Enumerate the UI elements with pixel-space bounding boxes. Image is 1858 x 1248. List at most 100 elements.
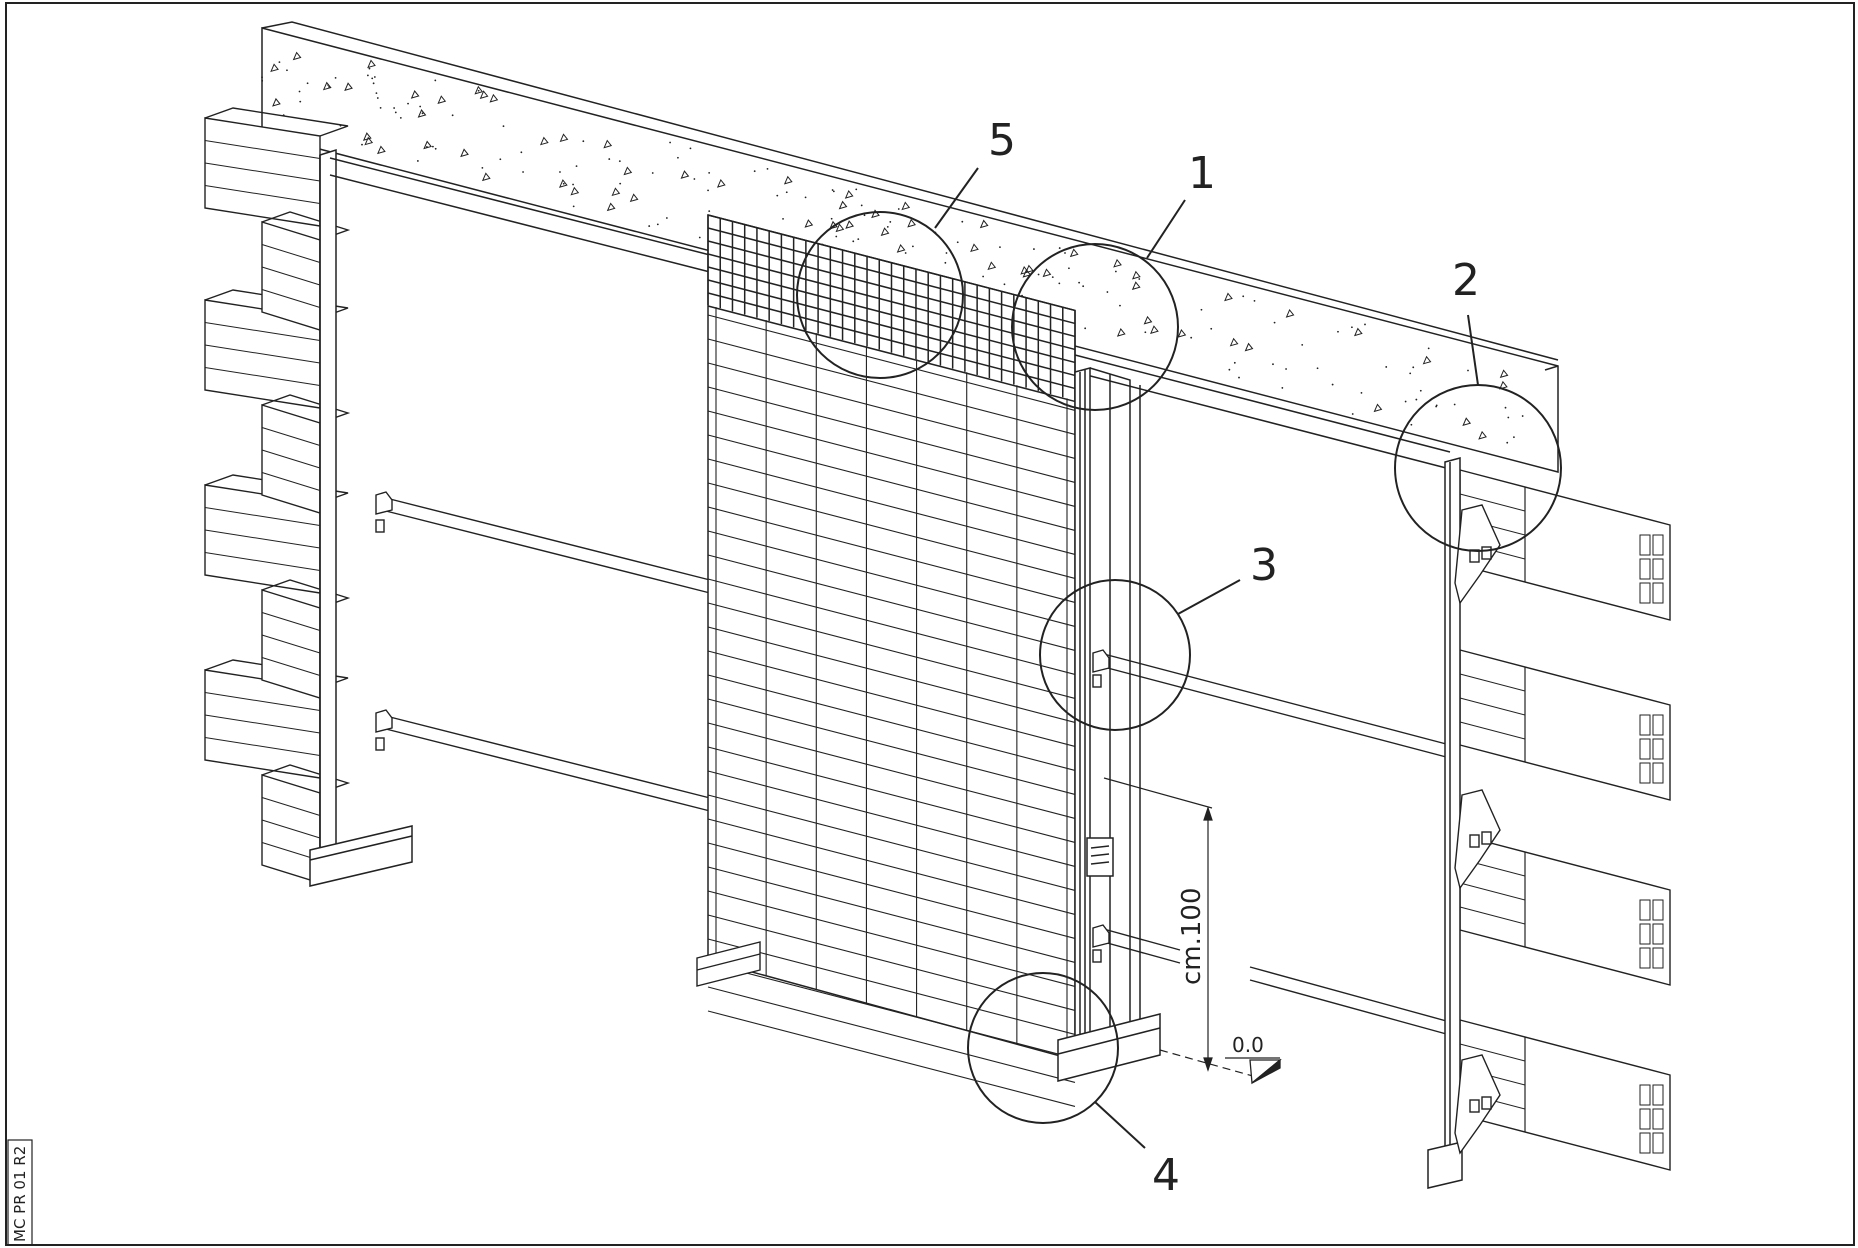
aggregate-dot <box>1316 367 1319 370</box>
aggregate-triangle <box>901 201 911 211</box>
brick-hole <box>1639 582 1651 604</box>
aggregate-dot <box>1144 331 1147 334</box>
aggregate-triangle <box>1113 258 1122 268</box>
left-brick-line <box>204 322 321 341</box>
aggregate-dot <box>562 182 565 185</box>
left-brick-back-line <box>261 244 321 263</box>
aggregate-dot <box>393 107 396 109</box>
right-brick-line <box>1459 493 1526 512</box>
detail-circle-1 <box>1011 243 1179 411</box>
aggregate-triangle <box>558 179 568 188</box>
aggregate-dot <box>572 205 575 208</box>
left-brick-back-line <box>261 657 321 676</box>
aggregate-triangle <box>1244 342 1254 352</box>
brick-hole <box>1639 714 1651 736</box>
aggregate-dot <box>522 171 524 173</box>
aggregate-dot <box>608 158 611 160</box>
aggregate-triangle <box>606 202 616 212</box>
aggregate-dot <box>1351 326 1353 329</box>
aggregate-dot <box>1385 366 1388 368</box>
aggregate-dot <box>1272 363 1274 366</box>
mesh-wire-horizontal <box>707 338 1076 435</box>
aggregate-triangle <box>292 51 302 61</box>
level-label: 0.0 <box>1232 1033 1264 1057</box>
left-brick-back-line <box>261 289 321 308</box>
aggregate-dot <box>618 160 621 163</box>
aggregate-dot <box>1068 267 1070 270</box>
aggregate-dot <box>502 125 505 128</box>
mesh-dense-wire <box>707 240 1076 338</box>
aggregate-triangle <box>410 90 420 99</box>
brick-hole <box>1652 1132 1664 1154</box>
mesh-dense-wire <box>707 214 1076 312</box>
aggregate-dot <box>889 221 892 223</box>
mesh-wire-horizontal <box>707 818 1076 915</box>
left-brick-back-line <box>261 472 321 491</box>
aggregate-dot <box>1078 281 1081 284</box>
aggregate-dot <box>407 102 409 105</box>
aggregate-dot <box>669 141 671 144</box>
aggregate-triangle <box>1478 430 1487 440</box>
wire-mesh-panel <box>707 214 1076 1107</box>
mesh-wire-horizontal <box>707 626 1076 723</box>
left-brick-line <box>204 162 321 182</box>
callout-label-5: 5 <box>988 115 1016 166</box>
left-brick-line <box>204 185 321 204</box>
aggregate-dot <box>520 151 523 154</box>
aggregate-triangle <box>1285 308 1295 318</box>
aggregate-dot <box>298 90 301 93</box>
right-brick-line <box>1459 1043 1526 1062</box>
aggregate-triangle <box>804 219 814 228</box>
mesh-wire-horizontal <box>707 890 1076 987</box>
aggregate-dot <box>434 79 437 82</box>
aggregate-triangle <box>344 82 353 92</box>
aggregate-dot <box>1228 368 1231 371</box>
brick-hole <box>1652 558 1664 580</box>
aggregate-dot <box>1504 406 1507 409</box>
mesh-wire-horizontal <box>707 842 1076 939</box>
aggregate-triangle <box>880 227 890 237</box>
aggregate-dot <box>416 160 419 162</box>
mesh-wire-horizontal <box>707 554 1076 651</box>
aggregate-dot <box>1331 383 1334 386</box>
brick-hole <box>1652 714 1664 736</box>
aggregate-dot <box>1253 299 1256 302</box>
right-frame-post <box>1427 457 1463 1189</box>
aggregate-dot <box>1033 248 1035 250</box>
left-brick-back-line <box>261 634 321 654</box>
aggregate-dot <box>1281 387 1284 389</box>
mesh-wire-horizontal <box>707 794 1076 891</box>
right-anchor-plates <box>1454 504 1501 1155</box>
aggregate-dot <box>1114 270 1117 273</box>
aggregate-dot <box>419 105 422 108</box>
aggregate-dot <box>753 170 756 173</box>
brick-hole <box>1639 558 1651 580</box>
aggregate-dot <box>421 112 424 115</box>
left-brick-back-line <box>261 819 321 839</box>
aggregate-dot <box>426 146 428 148</box>
aggregate-dot <box>1138 278 1141 280</box>
aggregate-triangle <box>979 219 989 229</box>
aggregate-dot <box>832 190 835 193</box>
aggregate-dot <box>1106 291 1109 293</box>
aggregate-dot <box>999 246 1001 249</box>
aggregate-dot <box>1233 361 1236 364</box>
aggregate-triangle <box>377 145 386 155</box>
aggregate-dot <box>860 204 863 207</box>
aggregate-dot <box>327 84 329 86</box>
mesh-wire-horizontal <box>707 650 1076 747</box>
aggregate-dot <box>665 217 668 219</box>
aggregate-triangle <box>1353 327 1363 337</box>
aggregate-dot <box>477 89 480 92</box>
aggregate-dot <box>1409 372 1412 375</box>
left-brick-line <box>204 714 321 734</box>
aggregate-triangle <box>1373 403 1383 413</box>
aggregate-dot <box>1064 252 1066 254</box>
aggregate-dot <box>1427 347 1430 350</box>
aggregate-dot <box>278 61 281 63</box>
mesh-wire-horizontal <box>707 1010 1076 1107</box>
aggregate-dot <box>481 166 484 169</box>
aggregate-dot <box>956 241 959 244</box>
aggregate-dot <box>708 171 711 174</box>
mesh-wire-horizontal <box>707 986 1076 1083</box>
